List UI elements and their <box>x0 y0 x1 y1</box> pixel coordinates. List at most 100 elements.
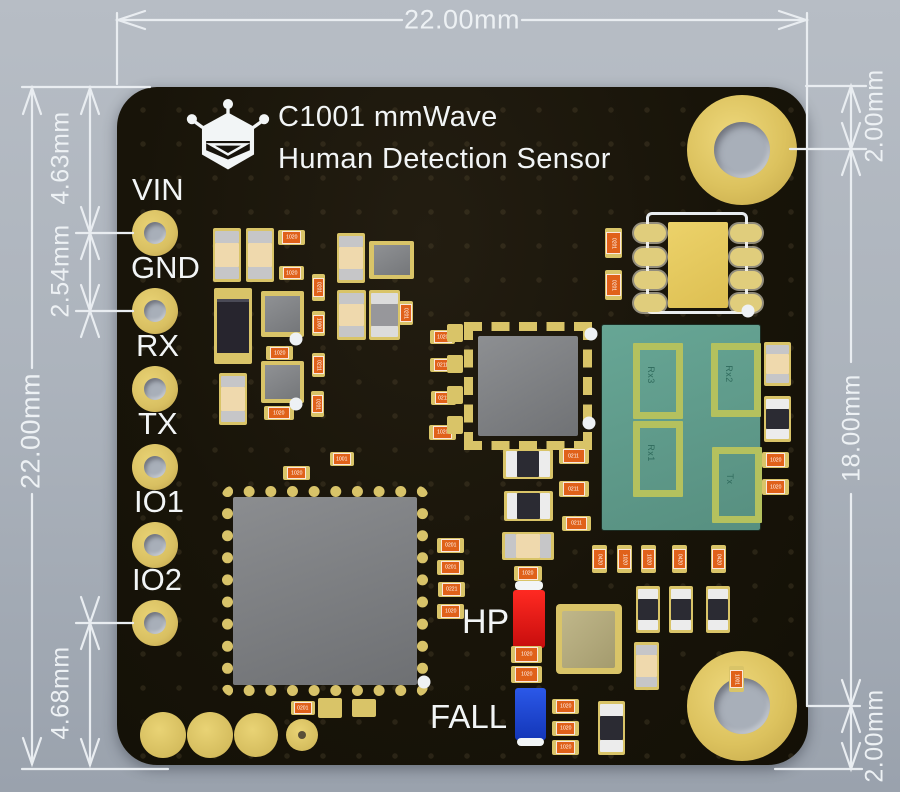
capacitor-dark <box>669 586 693 633</box>
dim-board-width-label: 22.00mm <box>403 4 521 35</box>
dim-board-height-label: 22.00mm <box>15 372 46 490</box>
resistor: 1020 <box>264 406 294 420</box>
pin-label-gnd: GND <box>131 250 200 285</box>
resistor: 1020 <box>552 740 579 755</box>
test-pad <box>286 719 318 751</box>
fall-led-cap <box>517 738 544 746</box>
capacitor <box>337 290 366 340</box>
dim-pin6-offset-label: 4.68mm <box>46 646 75 740</box>
ic8-pad <box>634 294 666 312</box>
via-dot <box>289 332 303 346</box>
via-dot <box>582 416 596 430</box>
hp-led <box>513 590 545 648</box>
mcu-pins <box>222 486 428 696</box>
ic8-pad <box>730 224 762 242</box>
capacitor-dark <box>764 396 791 442</box>
ic8-pad <box>634 224 666 242</box>
pin-hole-gnd <box>132 288 178 334</box>
mcu-chip <box>233 497 417 685</box>
capacitor-dark <box>503 449 553 479</box>
ic8-pad <box>634 248 666 266</box>
capacitor <box>337 233 365 283</box>
pin-hole-io1 <box>132 522 178 568</box>
capacitor <box>219 373 247 425</box>
capacitor-gray <box>369 290 400 340</box>
resistor: 0211 <box>559 481 589 497</box>
capacitor <box>634 642 659 690</box>
resistor: 1020 <box>762 452 789 468</box>
patch-label-rx3: Rx3 <box>646 366 656 384</box>
mounting-hole-top-right <box>687 95 797 205</box>
resistor: 1020 <box>552 699 579 714</box>
tan-component <box>562 611 615 668</box>
resistor: 1020 <box>511 646 542 663</box>
pin-hole-vin <box>132 210 178 256</box>
solder-pad <box>447 355 463 373</box>
solder-pad <box>318 698 342 718</box>
antenna-patch-tx <box>712 447 762 523</box>
resistor: 1001 <box>330 452 354 466</box>
resistor: 0201 <box>605 228 622 258</box>
antenna-patch-rx2 <box>711 343 761 417</box>
dfrobot-logo-icon <box>186 99 270 170</box>
resistor: 1020 <box>279 266 304 280</box>
resistor: 1001 <box>729 666 744 692</box>
resistor: 1000 <box>312 311 325 336</box>
test-pad <box>234 713 278 757</box>
resistor: 0201 <box>437 560 464 575</box>
patch-label-rx2: Rx2 <box>724 365 734 383</box>
diode <box>214 288 252 364</box>
patch-label-tx: Tx <box>725 473 735 485</box>
resistor: 1020 <box>278 230 305 245</box>
fall-label: FALL <box>430 698 508 735</box>
board-title-line1: C1001 mmWave <box>278 101 498 133</box>
board-title-line2: Human Detection Sensor <box>278 143 611 175</box>
ic-chip <box>261 291 304 337</box>
dim-hole-bottom-offset-label: 2.00mm <box>860 689 889 783</box>
capacitor <box>213 228 241 282</box>
resistor: 0211 <box>562 516 591 531</box>
resistor: 0211 <box>312 353 325 377</box>
resistor: 1020 <box>266 346 293 360</box>
ic-chip <box>369 241 414 279</box>
hp-label: HP <box>462 603 510 641</box>
pin-label-vin: VIN <box>132 172 184 207</box>
capacitor <box>246 228 274 282</box>
resistor: 0420 <box>672 545 687 573</box>
resistor: 1020 <box>514 566 542 581</box>
resistor: 0201 <box>291 701 315 715</box>
dim-pin1-offset-label: 4.63mm <box>46 111 75 205</box>
ic-chip <box>261 361 304 403</box>
resistor: 0201 <box>311 391 324 417</box>
capacitor <box>764 342 791 386</box>
resistor: 1020 <box>552 721 579 736</box>
ic8-pad <box>730 271 762 289</box>
resistor: 0211 <box>559 448 589 464</box>
ic8-pad <box>730 248 762 266</box>
solder-pad <box>352 699 376 717</box>
resistor: 0201 <box>399 301 413 325</box>
pin-hole-io2 <box>132 600 178 646</box>
hp-led-cap <box>515 581 543 590</box>
pin-hole-tx <box>132 444 178 490</box>
antenna-patch-rx3 <box>633 343 683 419</box>
dim-pin-pitch-label: 2.54mm <box>46 224 75 318</box>
pin-hole-rx <box>132 366 178 412</box>
resistor: 0420 <box>711 545 726 573</box>
fall-led <box>515 688 546 740</box>
radar-chip-pads <box>464 322 592 450</box>
resistor: 1020 <box>617 545 632 573</box>
resistor: 0201 <box>437 538 464 553</box>
capacitor-dark <box>504 491 553 521</box>
test-pad <box>187 712 233 758</box>
solder-pad <box>447 324 463 342</box>
capacitor-dark <box>636 586 660 633</box>
test-pad <box>140 712 186 758</box>
capacitor-dark <box>598 701 625 755</box>
resistor: 0201 <box>312 274 325 301</box>
via-dot <box>289 397 303 411</box>
resistor: 0201 <box>605 270 622 300</box>
pin-label-io1: IO1 <box>134 484 184 519</box>
solder-pad <box>447 416 463 434</box>
